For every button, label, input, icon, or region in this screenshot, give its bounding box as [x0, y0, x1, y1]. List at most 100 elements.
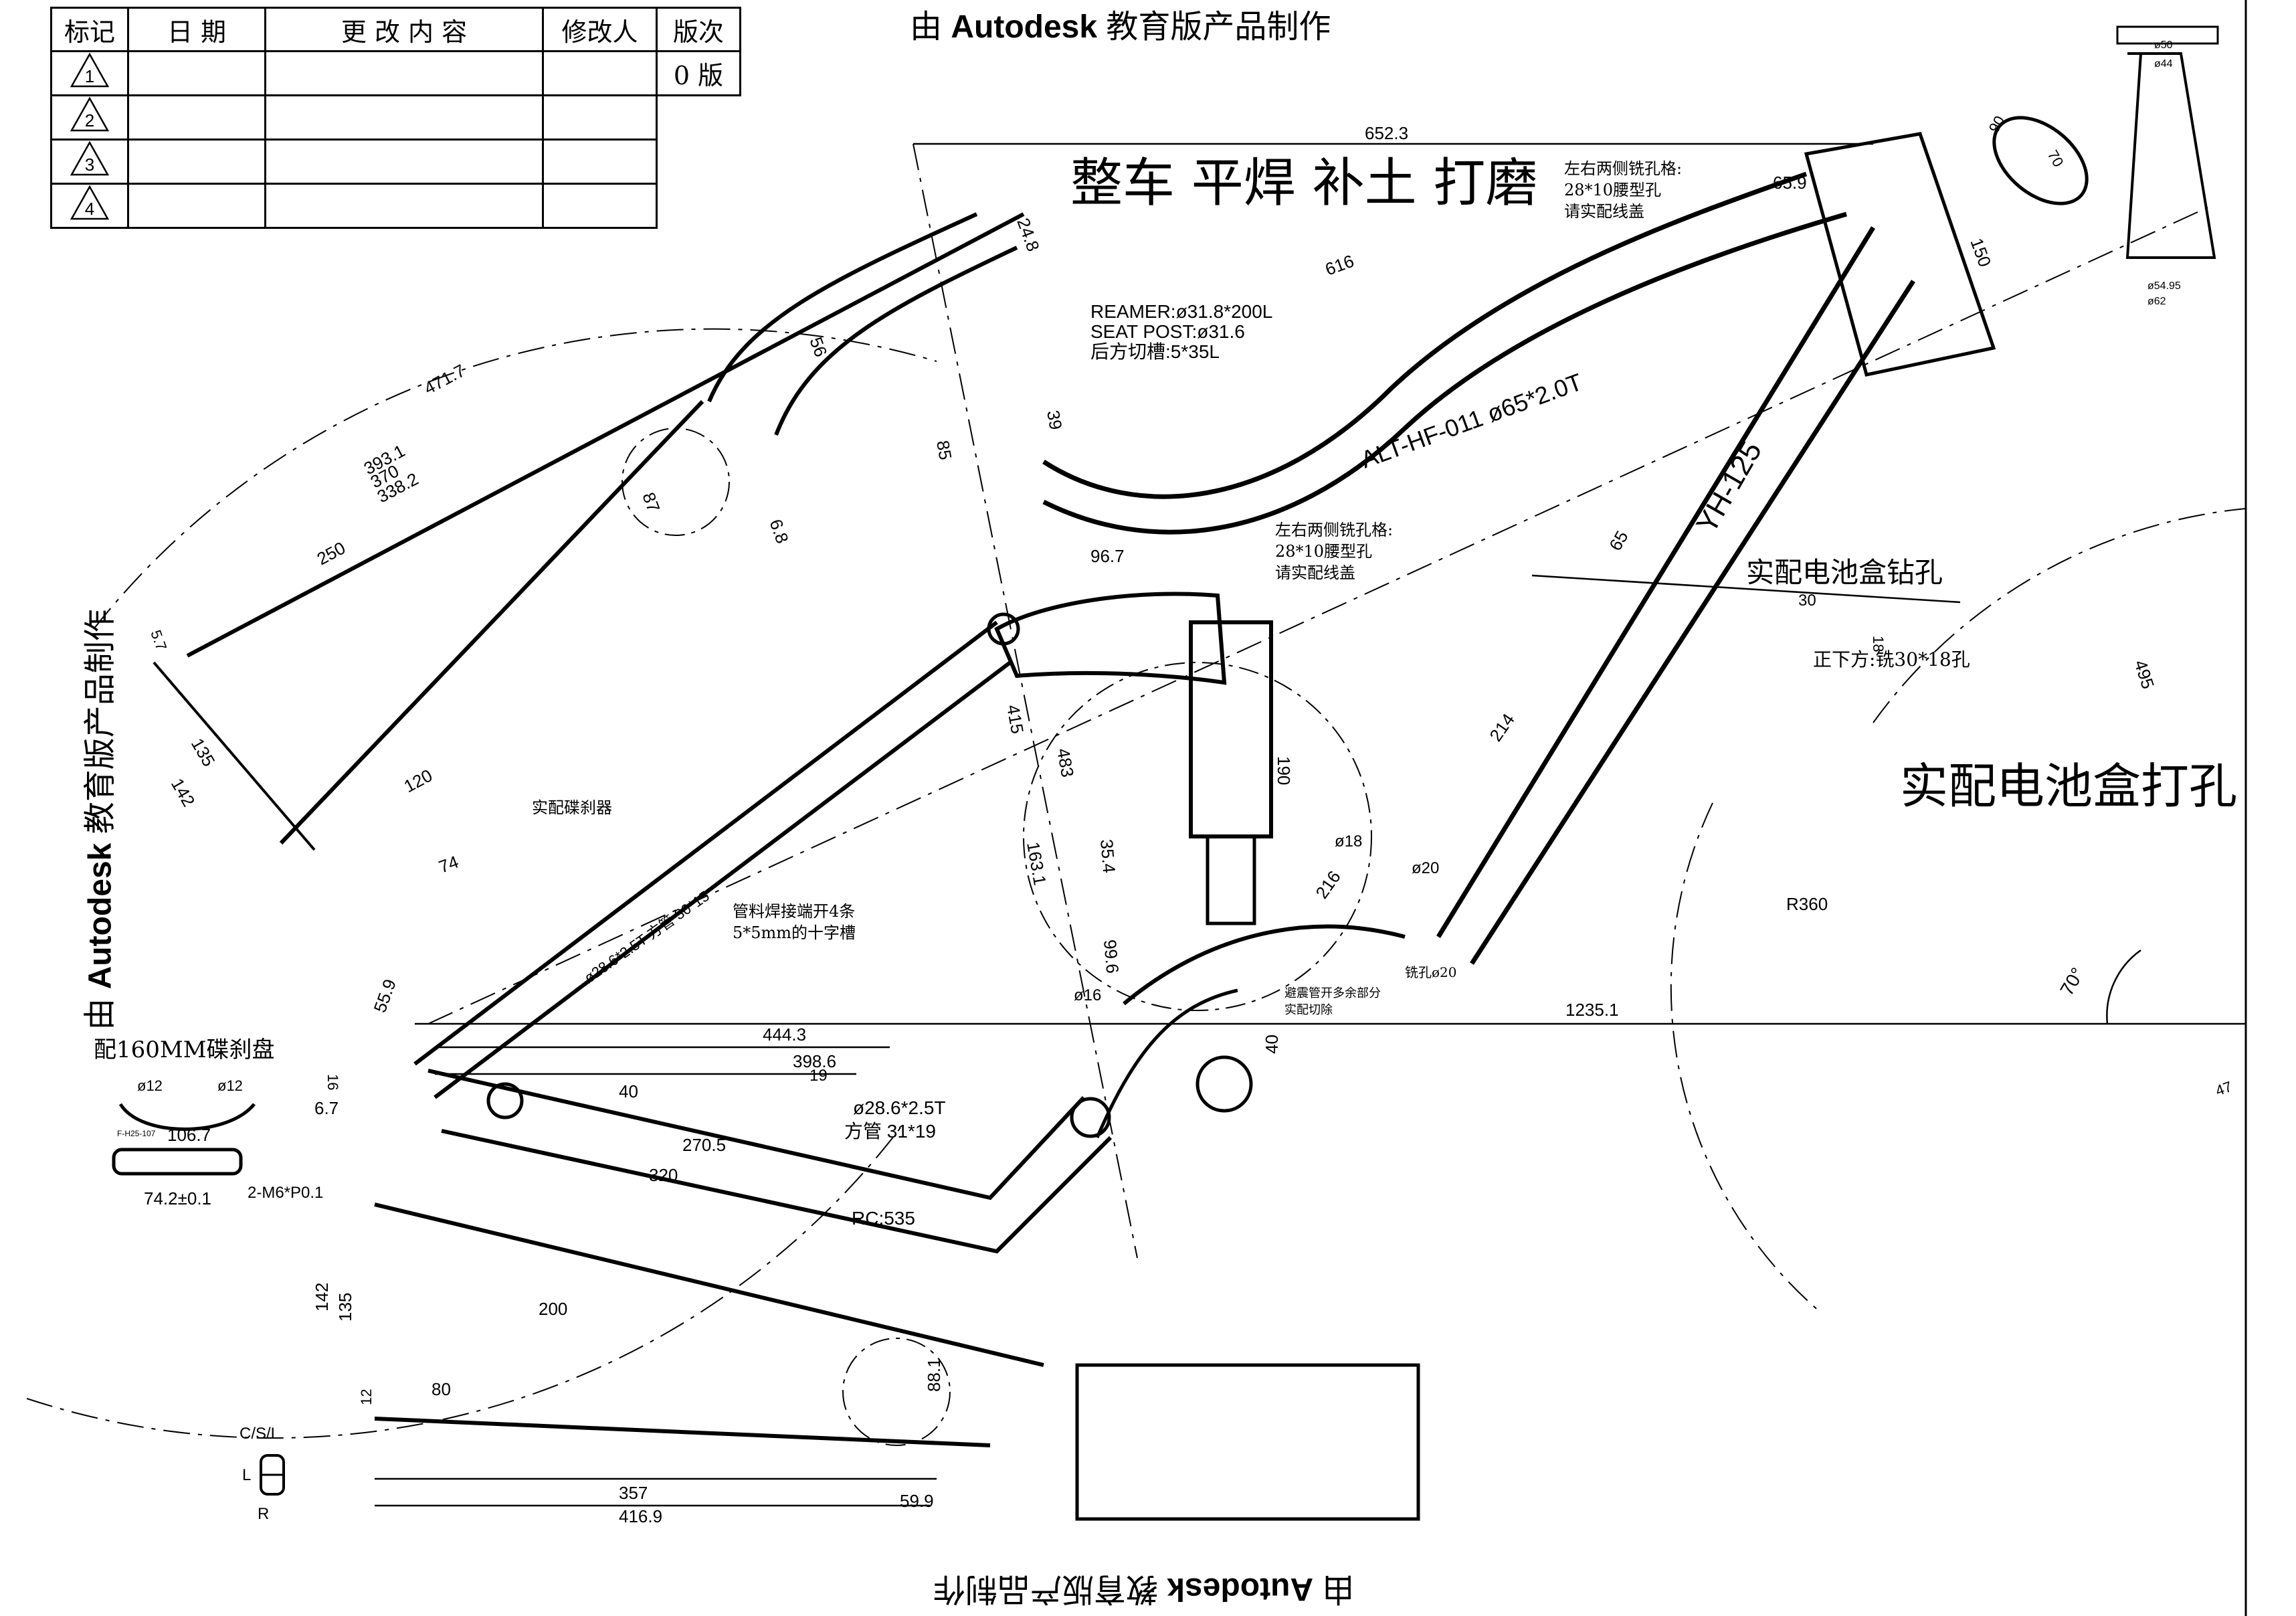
revision-mark-cell: 3 — [50, 139, 129, 185]
dim-652: 652.3 — [1365, 123, 1408, 143]
dim-495: 495 — [2130, 658, 2158, 692]
dim-1235: 1235.1 — [1565, 1000, 1619, 1020]
down-tube — [1470, 280, 1915, 965]
header-date: 日 期 — [127, 7, 266, 52]
note-milling-top: 左右两侧铣孔格: — [1564, 159, 1682, 178]
head-tube-section — [2125, 52, 2216, 259]
dropout-axle — [486, 1082, 524, 1119]
seat-stay-bridge — [707, 212, 978, 403]
pivot-circle — [1023, 662, 1372, 1011]
dim-85: 85 — [933, 439, 956, 462]
rear-shock-shaft — [1206, 834, 1256, 925]
dim-30: 30 — [1798, 592, 1816, 610]
revision-row: 1 0 版 — [50, 50, 741, 96]
dim-40b: 40 — [1262, 1035, 1282, 1054]
dim-616: 616 — [1323, 251, 1357, 280]
dim-ø12b: ø12 — [217, 1077, 243, 1094]
chain-stay-top-view — [374, 1417, 991, 1447]
dim-65-9: 65.9 — [1773, 173, 1807, 193]
csl-label: C/S/L — [240, 1425, 280, 1443]
detail-ø62: ø62 — [2147, 296, 2166, 307]
dim-190: 190 — [1274, 756, 1294, 785]
dim-16: 16 — [324, 1074, 341, 1090]
detail-ø44: ø44 — [2154, 58, 2173, 70]
dim-19: 19 — [809, 1067, 828, 1085]
note-disc-brake: 实配碟刹器 — [532, 798, 612, 817]
revision-mark-cell: 2 — [50, 94, 129, 141]
dim-88: 88.1 — [924, 1358, 944, 1392]
dim-135: 135 — [187, 735, 219, 770]
detail-ø54: ø54.95 — [2147, 280, 2181, 292]
revision-mark-cell: 4 — [50, 183, 129, 229]
dim-ø20: ø20 — [1412, 859, 1439, 877]
note-disc-160: 配160MM碟刹盘 — [94, 1037, 275, 1063]
note-milling-top: 28*10腰型孔 — [1564, 181, 1661, 199]
note-milling-mid: 左右两侧铣孔格: — [1275, 521, 1393, 539]
note-reamer: REAMER:ø31.8*200L — [1090, 301, 1272, 322]
pivot-circle — [842, 1338, 951, 1446]
dim-357: 357 — [619, 1483, 648, 1503]
dim-87: 87 — [638, 490, 664, 515]
revision-table: 标记 日 期 更 改 内 容 修改人 版次 1 0 版 2 3 4 — [50, 7, 741, 229]
note-rear-slot: 后方切槽:5*35L — [1090, 341, 1220, 362]
note-milling-mid: 请实配线盖 — [1275, 563, 1355, 582]
chain-stay-top-view — [374, 1202, 1044, 1367]
centerline — [913, 143, 1138, 1259]
dim-6-7: 6.7 — [314, 1098, 339, 1118]
dim-415: 415 — [1003, 703, 1028, 735]
dim-471: 471.7 — [421, 360, 469, 398]
reference-arc — [1873, 508, 2246, 723]
dim-106: 106.7 — [167, 1125, 211, 1145]
bottom-bracket — [1195, 1055, 1253, 1113]
tube-spec: ø28.6*2.5T 方管 30*15 — [581, 887, 712, 986]
detail-70: 70 — [2044, 147, 2067, 170]
dim-150: 150 — [1966, 236, 1995, 270]
note-mill-hole: 铣孔ø20 — [1405, 964, 1457, 980]
leader-line — [1531, 574, 1961, 604]
svg-text:4: 4 — [85, 199, 94, 219]
watermark-top: 由 Autodesk 教育版产品制作 — [910, 9, 1331, 45]
brake-bracket — [118, 1103, 256, 1131]
rocker-link — [994, 592, 1227, 685]
thread-spec: 2-M6*P0.1 — [248, 1184, 323, 1202]
bb-shell — [1123, 924, 1406, 1006]
dim-35-4: 35.4 — [1096, 838, 1119, 874]
l-label: L — [242, 1466, 251, 1484]
dim-5-7: 5.7 — [147, 628, 170, 652]
header-editor: 修改人 — [542, 7, 658, 52]
radius-360: R360 — [1786, 894, 1828, 914]
pivot-bolt — [987, 612, 1020, 646]
head-tube — [1804, 132, 1996, 377]
chain-stay — [427, 1069, 1086, 1200]
seat-stay-top-view — [186, 212, 1025, 658]
dim-120: 120 — [401, 765, 436, 796]
note-milling-mid: 28*10腰型孔 — [1275, 542, 1372, 561]
triangle-mark-icon: 2 — [70, 96, 110, 132]
dim-40: 40 — [619, 1081, 638, 1101]
dim-398: 398.6 — [793, 1051, 836, 1071]
header-version: 版次 — [656, 7, 741, 52]
dim-320: 320 — [649, 1165, 678, 1185]
note-seatpost: SEAT POST:ø31.6 — [1090, 321, 1245, 342]
svg-text:3: 3 — [85, 155, 94, 175]
dim-200: 200 — [539, 1299, 567, 1319]
dim-56: 56 — [805, 335, 831, 359]
note-milling-top: 请实配线盖 — [1564, 202, 1644, 221]
brake-mount — [112, 1148, 243, 1176]
svg-text:1: 1 — [85, 66, 94, 86]
revision-header-row: 标记 日 期 更 改 内 容 修改人 版次 — [50, 7, 741, 52]
text-layer: 整车 平焊 补土 打磨 左右两侧铣孔格: 28*10腰型孔 请实配线盖 左右两侧… — [94, 39, 2237, 1526]
angle-70: 70° — [2056, 964, 2088, 999]
down-tube — [1436, 226, 1875, 938]
yoke-block — [1075, 1363, 1420, 1521]
detail-90: 90 — [1986, 113, 2008, 136]
dim-ø12: ø12 — [137, 1077, 163, 1094]
seat-stay-bridge — [774, 246, 1018, 436]
dim-59-9: 59.9 — [900, 1491, 934, 1511]
dim-18: 18 — [1870, 636, 1887, 652]
dim-12: 12 — [358, 1389, 375, 1405]
svg-text:2: 2 — [85, 110, 94, 130]
tube-spec: ø28.6*2.5T — [853, 1097, 946, 1118]
note-battery-drill: 实配电池盒钻孔 — [1746, 556, 1943, 589]
